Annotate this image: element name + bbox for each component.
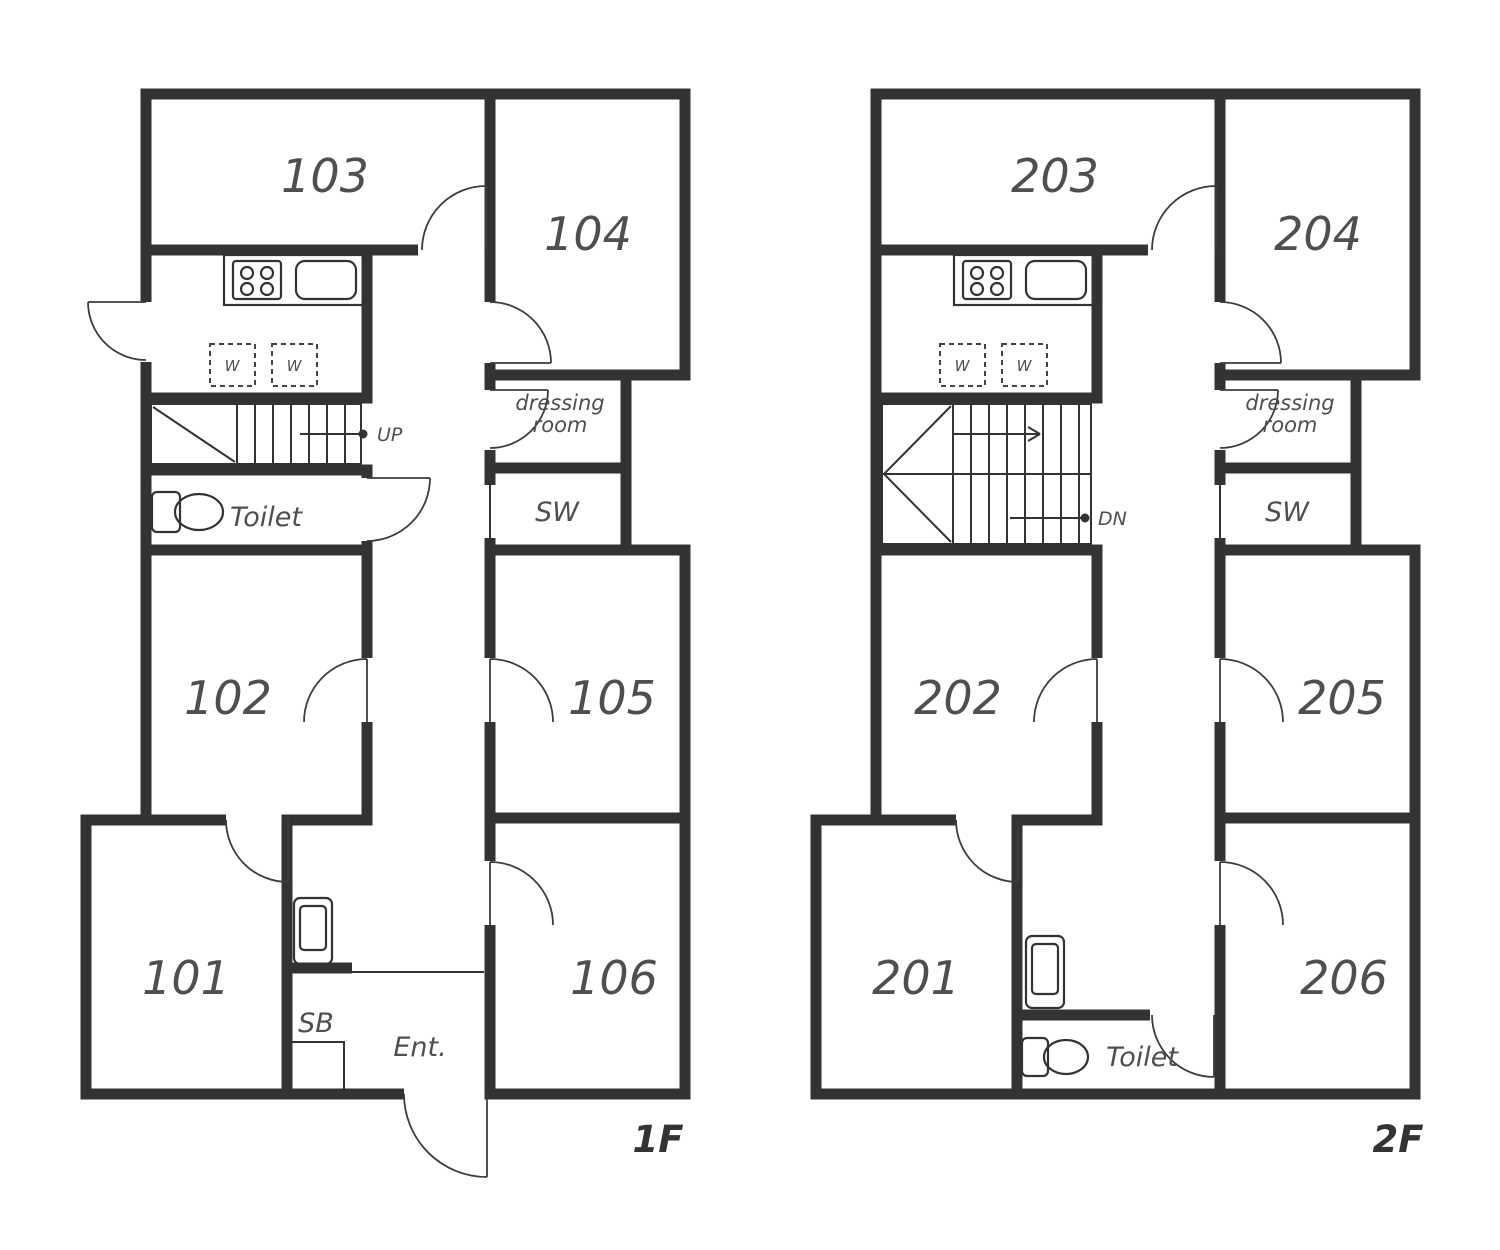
burner-icon	[259, 265, 275, 281]
storage-label-2f: SW	[1265, 497, 1310, 528]
walls-1f	[80, 88, 691, 1100]
toilet-tank-icon	[150, 490, 182, 534]
floor-label-2f: 2F	[1372, 1118, 1423, 1161]
room-label-104: 104	[544, 207, 632, 261]
door-room-205	[1219, 658, 1284, 723]
room-label-201: 201	[872, 951, 960, 1005]
water-heater-icon-2f	[1024, 934, 1066, 1010]
toilet-tank-icon-2f	[1020, 1036, 1050, 1078]
washer-slot-icon	[271, 343, 318, 387]
counter-2f	[952, 253, 1100, 307]
bath-fixtures-2f	[1020, 934, 1090, 1078]
room-label-106: 106	[570, 951, 658, 1005]
dressing-room-label-1f-line1: dressing	[515, 391, 604, 415]
burner-icon	[259, 281, 275, 297]
stove-icon-2f	[961, 259, 1013, 301]
room-label-105: 105	[568, 671, 656, 725]
washer-label-right-1f: W	[287, 357, 303, 375]
stairs-up-arrow-2f	[953, 426, 1041, 442]
stairs-treads-2f	[883, 404, 1080, 544]
door-toilet-2f	[1151, 1014, 1215, 1078]
water-heater-icon-1f	[292, 896, 334, 966]
water-heater-inner-2f	[1030, 942, 1060, 996]
washer-slot-icon	[209, 343, 256, 387]
door-hall-to-103	[421, 185, 487, 251]
floor-1-plan: W W 103 104 102 105 101 106 Toilet dress…	[80, 88, 691, 1178]
shoebox-icon	[290, 1041, 345, 1093]
sink-icon-1f	[294, 259, 358, 301]
door-room-101	[225, 819, 289, 883]
stairs-1f	[150, 403, 368, 465]
entrance-fixtures-1f	[290, 896, 484, 1093]
door-entrance	[403, 1093, 488, 1178]
door-dressing-room-1f	[489, 389, 549, 449]
door-toilet-1f	[366, 477, 431, 542]
toilet-bowl-icon	[173, 492, 225, 532]
room-label-204: 204	[1274, 207, 1362, 261]
room-label-101: 101	[142, 951, 230, 1005]
stairs-direction-label-1f: UP	[377, 424, 403, 446]
shoebox-label: SB	[298, 1008, 334, 1039]
sink-icon-2f	[1024, 259, 1088, 301]
door-room-105	[489, 658, 554, 723]
washer-label-left-2f: W	[955, 357, 971, 375]
room-label-202: 202	[914, 671, 1002, 725]
washer-label-left-1f: W	[225, 357, 241, 375]
room-label-102: 102	[184, 671, 272, 725]
floor-2-plan: W W 203 204 202 205 201 206 dressing roo…	[810, 88, 1424, 1161]
burner-icon	[969, 281, 985, 297]
door-kitchen-exterior	[87, 301, 147, 361]
stairs-direction-label-2f: DN	[1098, 508, 1127, 530]
entrance-label: Ent.	[393, 1032, 446, 1063]
stairs-start-dot-1f	[358, 429, 368, 439]
stairs-2f	[881, 403, 1092, 545]
storage-label-1f: SW	[535, 497, 580, 528]
washer-slot-icon	[1001, 343, 1048, 387]
toilet-fixture-icon-1f	[150, 490, 225, 534]
burner-icon	[989, 265, 1005, 281]
toilet-label-1f: Toilet	[230, 502, 303, 533]
stairs-start-dot-2f	[1080, 513, 1090, 523]
walls-2f	[810, 88, 1421, 1100]
burner-icon	[969, 265, 985, 281]
room-label-206: 206	[1300, 951, 1388, 1005]
door-room-201	[955, 819, 1019, 883]
dressing-room-label-2f-line2: room	[1263, 413, 1318, 437]
toilet-bowl-icon-2f	[1042, 1038, 1090, 1076]
door-hall-to-203	[1151, 185, 1217, 251]
burner-icon	[989, 281, 1005, 297]
door-dressing-room-2f	[1219, 389, 1279, 449]
dressing-room-label-1f-line2: room	[533, 413, 588, 437]
room-label-103: 103	[281, 149, 369, 203]
dressing-room-label-2f-line1: dressing	[1245, 391, 1334, 415]
washer-label-right-2f: W	[1017, 357, 1033, 375]
kitchen-counter-1f	[222, 253, 370, 307]
room-label-205: 205	[1298, 671, 1386, 725]
door-room-202	[1033, 658, 1098, 723]
washer-slots-2f: W W	[939, 343, 1048, 387]
kitchen-counter-2f	[952, 253, 1100, 307]
door-room-106	[489, 861, 554, 926]
door-room-206	[1219, 861, 1284, 926]
counter-1f	[222, 253, 370, 307]
door-room-104	[489, 301, 552, 364]
room-label-203: 203	[1011, 149, 1099, 203]
washer-slots-1f: W W	[209, 343, 318, 387]
door-room-102	[303, 658, 368, 723]
floor-label-1f: 1F	[632, 1118, 683, 1161]
washer-slot-icon	[939, 343, 986, 387]
door-room-204	[1219, 301, 1282, 364]
stove-icon-1f	[231, 259, 283, 301]
burner-icon	[239, 265, 255, 281]
toilet-label-2f: Toilet	[1106, 1042, 1179, 1073]
water-heater-inner-1f	[298, 904, 328, 952]
burner-icon	[239, 281, 255, 297]
